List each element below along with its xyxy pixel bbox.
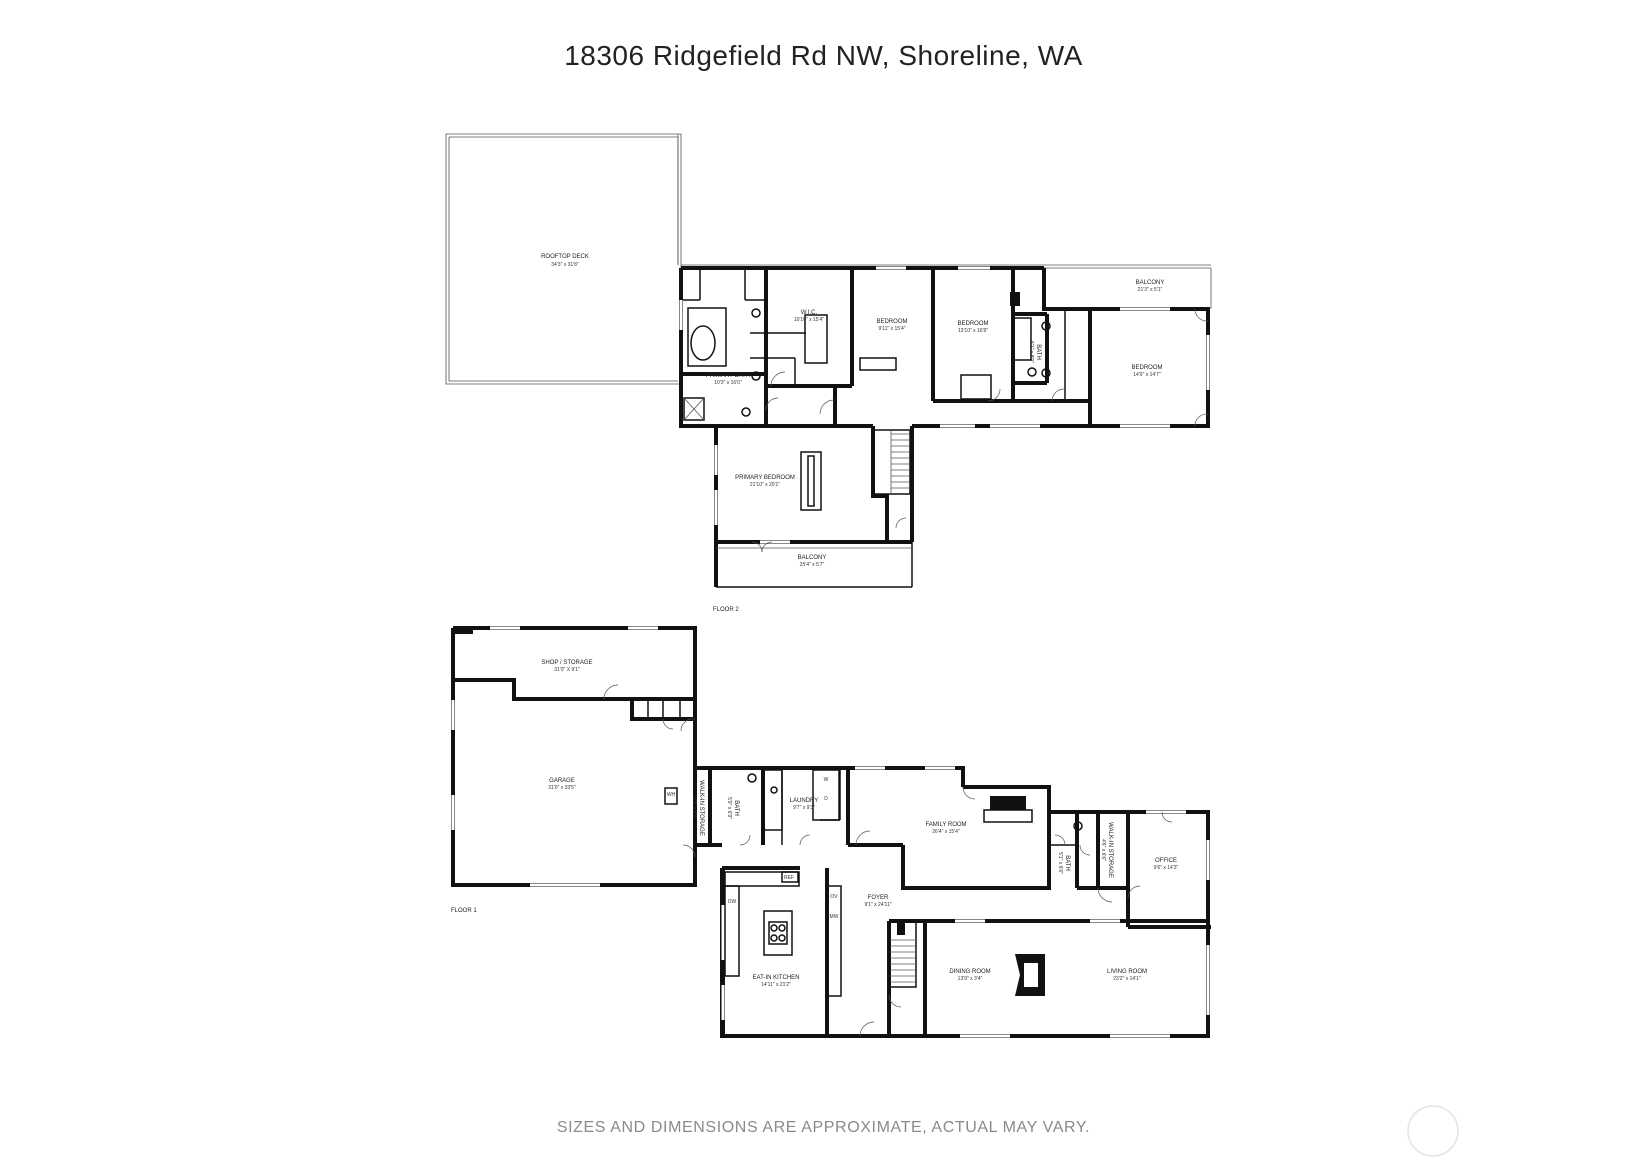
bedroom-b-label: BEDROOM (957, 321, 988, 327)
family-room-dim: 26'4" x 15'4" (932, 829, 960, 835)
bath-a-dim: 5'9" x 6'9" (726, 797, 732, 819)
bedroom-a-label: BEDROOM (876, 319, 907, 325)
main-stair-treads (890, 939, 916, 983)
main-house-walls (693, 763, 1211, 1038)
bath-upper-label: BATH (1035, 344, 1041, 360)
micro-label: MW (830, 914, 839, 920)
oven-label: OV (830, 894, 838, 900)
wic-label: W.I.C. (801, 310, 818, 316)
wic-dim: 10'10" x 15'4" (794, 317, 824, 323)
bedroom-c-label: BEDROOM (1131, 365, 1162, 371)
bath-b-dim: 5'1" x 6'6" (1057, 852, 1063, 874)
primary-bedroom-dim: 21'10" x 20'1" (750, 482, 780, 488)
main-windows (721, 766, 1210, 1038)
bath-upper-dim: 5'1" x 8'9" (1028, 341, 1034, 363)
main-labels: WALK-IN STORAGE 5'2" x 6'0" BATH 5'9" x … (691, 780, 1179, 988)
shop-storage-dim: 31'0" X 9'1" (554, 667, 580, 673)
bedroom-a-dim: 9'11" x 15'4" (878, 326, 905, 332)
garage-label: GARAGE (549, 778, 575, 784)
living-room-label: LIVING ROOM (1107, 969, 1147, 975)
foyer-dim: 9'1" x 24'11" (864, 902, 891, 908)
watermark-logo-icon (1407, 1105, 1459, 1157)
upper-fixtures (683, 292, 1209, 553)
washer-label: W (824, 777, 829, 783)
dryer-label: D (824, 796, 828, 802)
plan-title: 18306 Ridgefield Rd NW, Shoreline, WA (564, 40, 1083, 71)
disclaimer-text: SIZES AND DIMENSIONS ARE APPROXIMATE, AC… (556, 1119, 1091, 1136)
living-room-dim: 23'2" x 14'1" (1113, 976, 1141, 982)
foyer-label: FOYER (868, 895, 889, 901)
primary-bath-label: PRIMARY BATH (706, 373, 750, 379)
walkin-storage-b-label: WALK-IN STORAGE (1107, 822, 1113, 878)
office-label: OFFICE (1155, 858, 1177, 864)
balcony-top-dim: 21'3" x 5'1" (1138, 287, 1163, 293)
upper-stair-treads (890, 430, 910, 494)
rooftop-deck: ROOFTOP DECK 34'3" x 31'8" (445, 133, 1211, 387)
floor-2-label: FLOOR 2 (713, 607, 739, 613)
walkin-storage-b-dim: 4'6" x 6'6" (1100, 839, 1106, 861)
kitchen-label: EAT-IN KITCHEN (753, 975, 800, 981)
bedroom-b-dim: 13'10" x 16'9" (958, 328, 988, 334)
family-room-label: FAMILY ROOM (925, 822, 966, 828)
shop-storage-label: SHOP / STORAGE (541, 660, 592, 666)
balcony-top-label: BALCONY (1136, 280, 1165, 286)
balcony-bottom-dim: 25'4" x 5'7" (800, 562, 825, 568)
garage-walls: SHOP / STORAGE 31'0" X 9'1" GARAGE 31'0"… (451, 626, 697, 914)
rooftop-deck-label: ROOFTOP DECK (541, 254, 589, 260)
garage-dim: 31'0" x 33'5" (548, 785, 576, 791)
walkin-storage-a-label: WALK-IN STORAGE (698, 780, 704, 836)
bath-a-label: BATH (733, 800, 739, 816)
balcony-bottom-label: BALCONY (798, 555, 827, 561)
upper-labels: BALCONY 21'3" x 5'1" W.I.C. 10'10" x 15'… (706, 280, 1165, 613)
floor-2: ROOFTOP DECK 34'3" x 31'8" (445, 133, 1212, 613)
dining-room-dim: 13'9" x 3'4" (958, 976, 983, 982)
primary-bedroom-label: PRIMARY BEDROOM (735, 475, 795, 481)
fixture-labels: WH REF DW OV MW W D (667, 777, 839, 920)
office-dim: 9'6" x 14'3" (1154, 865, 1179, 871)
walkin-storage-a-dim: 5'2" x 6'0" (691, 797, 697, 819)
primary-bath-dim: 10'3" x 16'0" (714, 380, 742, 386)
main-fixtures (682, 769, 1173, 1037)
ref-label: REF (784, 875, 794, 881)
dw-label: DW (728, 899, 737, 905)
bath-b-label: BATH (1064, 855, 1070, 871)
kitchen-dim: 14'11" x 21'2" (761, 982, 791, 988)
rooftop-deck-dim: 34'3" x 31'8" (551, 262, 579, 268)
bedroom-c-dim: 14'9" x 14'7" (1133, 372, 1161, 378)
dining-room-label: DINING ROOM (949, 969, 990, 975)
wh-label: WH (667, 792, 676, 798)
floor-1-label: FLOOR 1 (451, 908, 477, 914)
upper-windows (679, 266, 1210, 544)
laundry-dim: 9'7" x 9'3" (793, 805, 815, 811)
floor-1: SHOP / STORAGE 31'0" X 9'1" GARAGE 31'0"… (451, 626, 1211, 1038)
laundry-label: LAUNDRY (790, 798, 819, 804)
